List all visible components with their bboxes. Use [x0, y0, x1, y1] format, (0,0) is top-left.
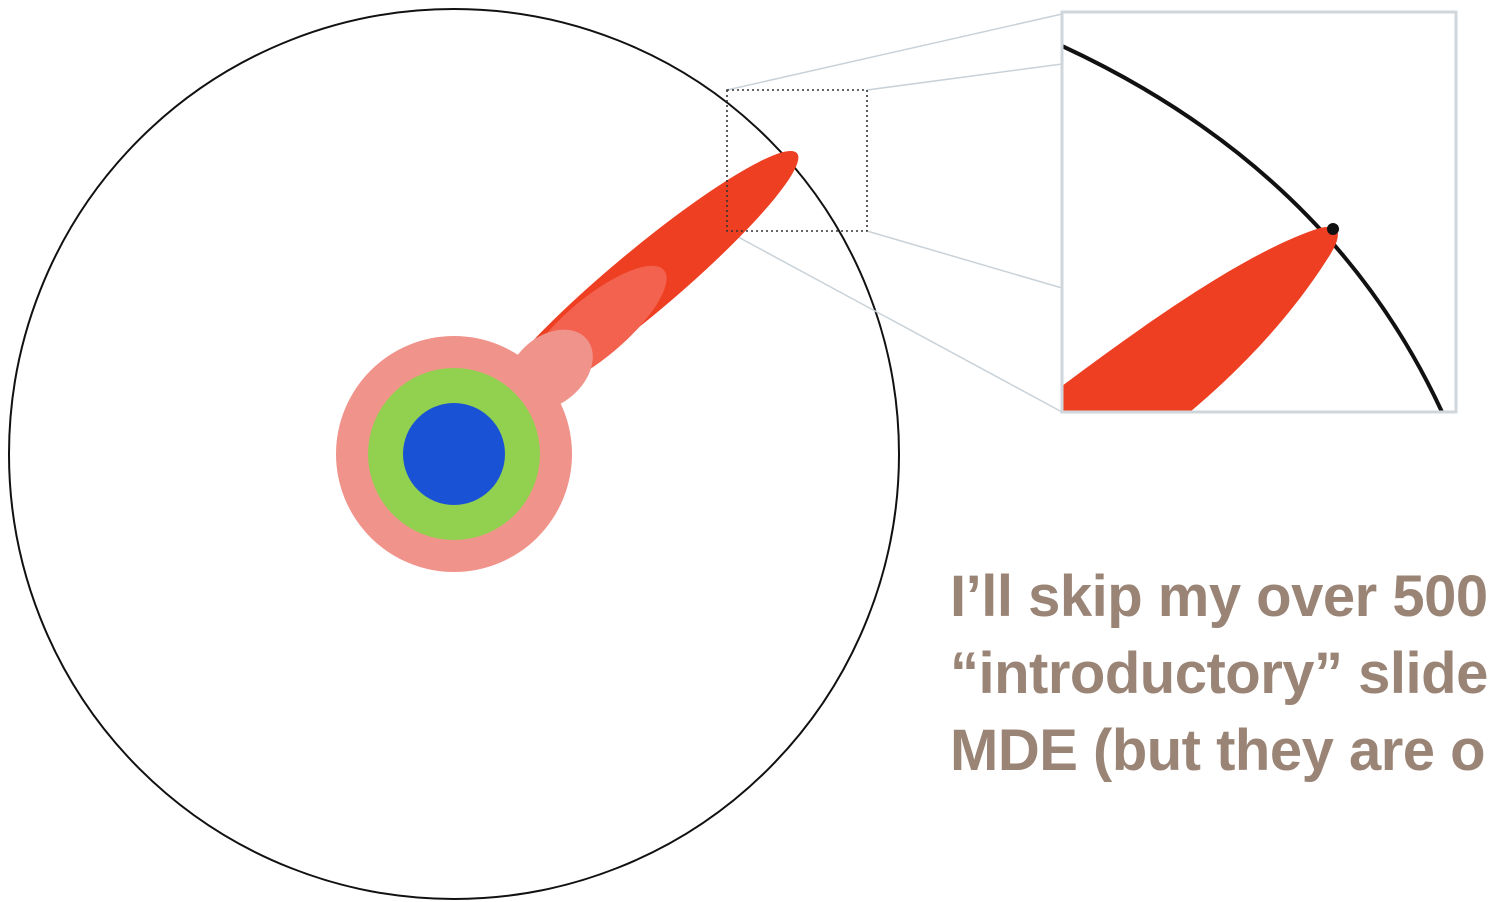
connector-line-top — [726, 13, 1063, 91]
caption-line-3: MDE (but they are o — [950, 718, 1486, 783]
core-disc — [403, 403, 505, 505]
zoom-connector-lines — [726, 13, 1063, 413]
diagram-canvas — [8, 8, 1458, 900]
connector-line-bottom-outer — [726, 230, 1063, 413]
zoom-tip-point — [1327, 223, 1339, 235]
zoom-selection-box — [726, 89, 868, 232]
connector-line-bottom — [866, 230, 1063, 289]
zoom-panel — [1060, 10, 1458, 414]
outer-ring-neck — [507, 329, 593, 411]
boundary-circle — [8, 8, 900, 900]
zoom-streak-tip — [1062, 226, 1338, 412]
zoom-panel-frame — [1060, 10, 1458, 414]
zoom-boundary-arc — [1062, 44, 1444, 412]
caption-line-2: “introductory” slide — [950, 641, 1488, 706]
caption-text: I’ll skip my over 500 “introductory” sli… — [950, 558, 1488, 789]
central-target — [336, 329, 593, 572]
caption-line-1: I’ll skip my over 500 — [950, 564, 1488, 629]
connector-line-top-inner — [866, 63, 1063, 91]
